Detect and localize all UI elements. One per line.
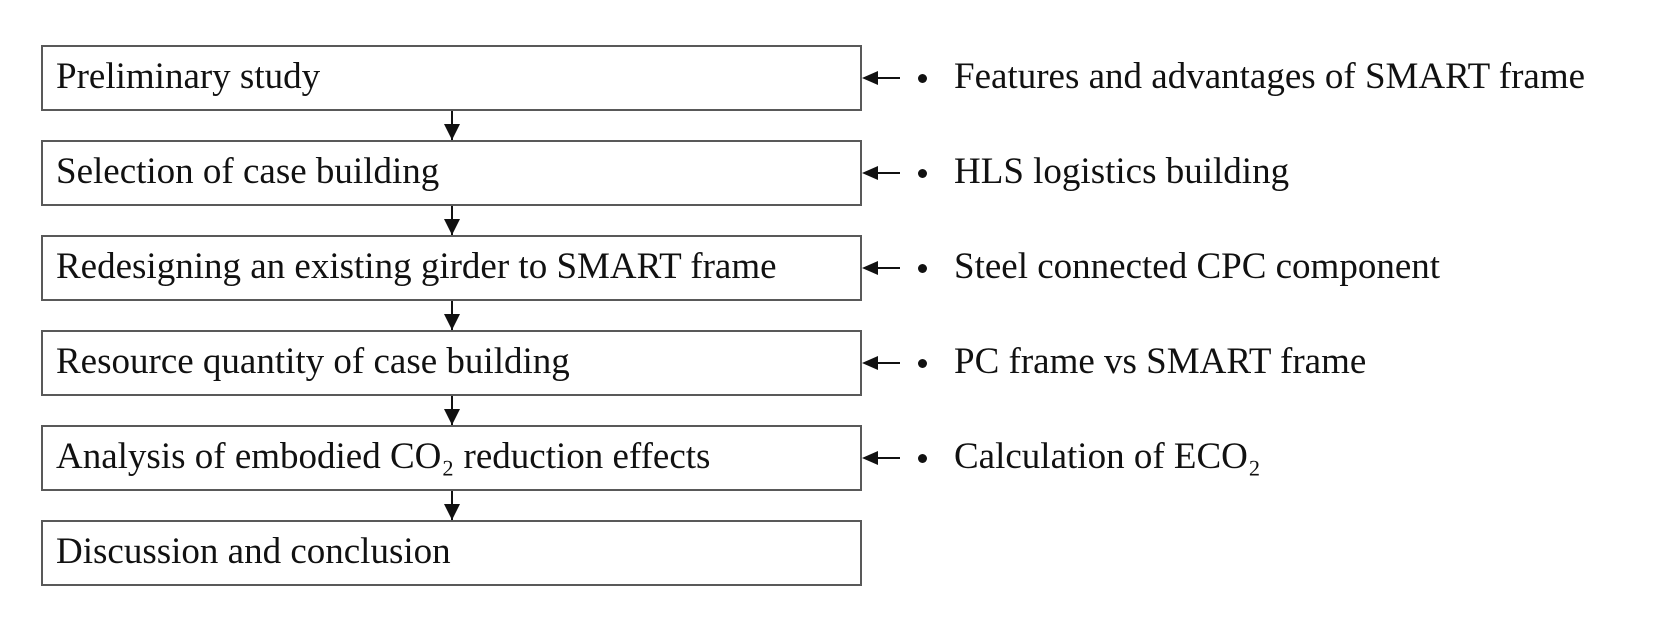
down-arrow-icon <box>41 111 862 140</box>
flow-annotation: Steel connected CPC component <box>862 235 1440 301</box>
flow-box: Redesigning an existing girder to SMART … <box>41 235 862 301</box>
flow-box: Preliminary study <box>41 45 862 111</box>
flow-note: Calculation of ECO₂ <box>954 435 1261 477</box>
flow-row-resource-quantity: Resource quantity of case building PC fr… <box>41 330 1585 396</box>
flow-row-case-building: Selection of case building HLS logistics… <box>41 140 1585 206</box>
flow-box: Selection of case building <box>41 140 862 206</box>
down-arrow-icon <box>41 301 862 330</box>
bullet-icon <box>918 73 927 83</box>
bullet-icon <box>918 453 927 463</box>
flow-box: Resource quantity of case building <box>41 330 862 396</box>
flow-box-label: Selection of case building <box>56 150 440 192</box>
flow-row-redesigning-girder: Redesigning an existing girder to SMART … <box>41 235 1585 301</box>
left-arrow-icon <box>862 356 900 370</box>
left-arrow-icon <box>862 451 900 465</box>
bullet-icon <box>918 263 927 273</box>
left-arrow-icon <box>862 261 900 275</box>
down-arrow-icon <box>41 491 862 520</box>
flow-annotation: PC frame vs SMART frame <box>862 330 1366 396</box>
flow-row-discussion-conclusion: Discussion and conclusion <box>41 520 1585 586</box>
flow-box: Analysis of embodied CO₂ reduction effec… <box>41 425 862 491</box>
left-arrow-icon <box>862 71 900 85</box>
flow-column: Preliminary study Features and advantage… <box>41 45 1585 586</box>
flow-annotation: HLS logistics building <box>862 140 1289 206</box>
flow-note: Features and advantages of SMART frame <box>954 55 1586 97</box>
left-arrow-icon <box>862 166 900 180</box>
down-arrow-icon <box>41 206 862 235</box>
flow-note: HLS logistics building <box>954 150 1290 192</box>
bullet-icon <box>918 168 927 178</box>
flow-row-preliminary-study: Preliminary study Features and advantage… <box>41 45 1585 111</box>
flow-box-label: Preliminary study <box>56 55 321 97</box>
flow-row-co2-analysis: Analysis of embodied CO₂ reduction effec… <box>41 425 1585 491</box>
flow-annotation: Calculation of ECO₂ <box>862 425 1261 491</box>
bullet-icon <box>918 358 927 368</box>
flow-box-label: Resource quantity of case building <box>56 340 570 382</box>
flow-box-label: Redesigning an existing girder to SMART … <box>56 245 777 287</box>
flow-note: Steel connected CPC component <box>954 245 1441 287</box>
flow-box: Discussion and conclusion <box>41 520 862 586</box>
flow-note: PC frame vs SMART frame <box>954 340 1367 382</box>
down-arrow-icon <box>41 396 862 425</box>
flow-box-label: Analysis of embodied CO₂ reduction effec… <box>56 435 711 477</box>
flow-annotation: Features and advantages of SMART frame <box>862 45 1585 111</box>
flow-box-label: Discussion and conclusion <box>56 530 451 572</box>
